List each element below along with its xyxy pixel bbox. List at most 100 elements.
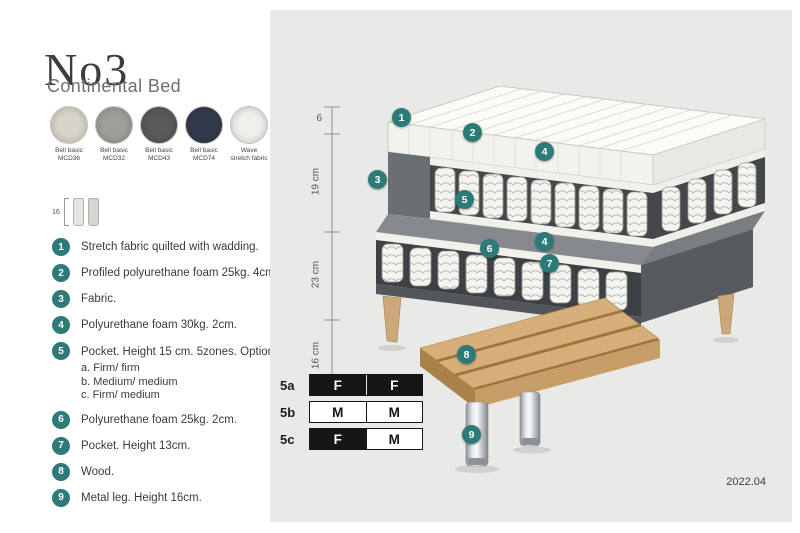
legend-text: Polyurethane foam 30kg. 2cm. (81, 319, 237, 331)
fabric-swatch: Wave stretch fabric (230, 106, 268, 162)
legend-text: Stretch fabric quilted with wadding. (81, 241, 259, 253)
dimension-label-23cm: 23 cm (310, 260, 322, 289)
diagram-badge-4b: 4 (535, 232, 554, 251)
diagram-badge-6: 6 (480, 239, 499, 258)
legend-number-badge: 5 (52, 342, 70, 360)
firmness-cell: M (310, 402, 366, 422)
legend-item-7: 7 Pocket. Height 13cm. (52, 436, 297, 455)
fabric-swatch-label: Bell basic MCD32 (100, 147, 128, 162)
diagram-badge-2: 2 (463, 123, 482, 142)
legend-number-badge: 2 (52, 264, 70, 282)
firmness-row-label: 5a (280, 377, 295, 393)
legend-option: c. Firm/ medium (81, 389, 160, 401)
legend-number-badge: 4 (52, 316, 70, 334)
legend-text: Profiled polyurethane foam 25kg. 4cm. (81, 267, 278, 279)
product-subtitle: Continental Bed (47, 76, 182, 96)
legend-text: Polyurethane foam 25kg. 2cm. (81, 413, 237, 426)
diagram-badge-9: 9 (462, 425, 481, 444)
swatch-label-line: stretch fabric (230, 154, 268, 162)
fabric-swatch-circle (140, 106, 178, 144)
firmness-row-label: 5b (280, 404, 296, 420)
dimension-label-19cm: 19 cm (310, 167, 322, 196)
lower-mattress-top-ledge-right (641, 211, 765, 265)
swatch-label-line: Bell basic (100, 147, 128, 154)
wooden-leg (717, 293, 735, 335)
firmness-bar: M M (309, 401, 423, 423)
legend-number-badge: 7 (52, 436, 70, 455)
legend-number-badge: 3 (52, 290, 70, 308)
firmness-row-5c: 5c F M (280, 428, 423, 450)
legend-item-4: 4 Polyurethane foam 30kg. 2cm. (52, 316, 297, 334)
firmness-row-5b: 5b M M (280, 401, 423, 423)
swatch-label-line: Bell basic (190, 147, 218, 154)
legend-item-5-body: Pocket. Height 15 cm. 5zones. Option: a.… (81, 342, 277, 403)
firmness-cell: F (310, 375, 366, 395)
leg-height-bracket (63, 198, 69, 226)
legend-item-9: 9 Metal leg. Height 16cm. (52, 488, 297, 507)
leg-thumbnail-icon (87, 198, 99, 226)
fabric-swatch: Bell basic MCD43 (140, 106, 178, 162)
swatch-label-line: MCD74 (192, 154, 216, 162)
legend-option: a. Firm/ firm (81, 362, 140, 374)
legend-list: 1 Stretch fabric quilted with wadding. 2… (52, 238, 297, 515)
upper-mattress-layer (388, 149, 765, 247)
legend-text: Metal leg. Height 16cm. (81, 491, 202, 504)
wood-slats (419, 297, 660, 408)
dimension-label-16cm: 16 cm (310, 341, 322, 370)
firmness-cell: M (365, 429, 422, 449)
legend-item-2: 2 Profiled polyurethane foam 25kg. 4cm. (52, 264, 297, 282)
legend-option: b. Medium/ medium (81, 375, 178, 388)
legend-options: a. Firm/ firm b. Medium/ medium c. Firm/… (81, 362, 277, 403)
dimension-label-6: 6 (316, 113, 322, 124)
fabric-swatch-label: Bell basic MCD74 (190, 147, 218, 162)
swatch-label-line: Bell basic (55, 147, 83, 154)
legend-item-3: 3 Fabric. (52, 290, 297, 308)
swatch-label-line: MCD43 (147, 154, 171, 162)
fabric-swatch-label: Bell basic MCD36 (55, 147, 83, 162)
legend-text: Fabric. (81, 293, 117, 305)
diagram-badge-5: 5 (455, 190, 474, 209)
leg-height-icon: 16 (52, 196, 99, 228)
legend-text: Pocket. Height 15 cm. 5zones. Option: (81, 346, 278, 358)
bed-cutaway-illustration (324, 85, 766, 473)
wooden-leg (382, 295, 402, 343)
version-stamp: 2022.04 (726, 476, 766, 488)
bed-legs (382, 293, 735, 467)
fabric-swatch-label: Bell basic MCD43 (145, 147, 173, 162)
firmness-row-label: 5c (280, 431, 295, 447)
diagram-badge-1: 1 (392, 108, 411, 127)
fabric-swatch: Bell basic MCD32 (95, 106, 133, 162)
diagram-badge-8: 8 (457, 345, 476, 364)
swatch-label-line: Wave (240, 147, 258, 154)
firmness-bar: F F (309, 374, 423, 396)
floor-shadows (378, 337, 739, 473)
metal-leg (519, 391, 541, 447)
legend-number-badge: 8 (52, 462, 70, 481)
legend-text: Wood. (81, 465, 115, 478)
fabric-swatch-circle (230, 106, 268, 144)
firmness-cell: F (365, 375, 422, 395)
legend-item-1: 1 Stretch fabric quilted with wadding. (52, 238, 297, 256)
product-title: No3 (44, 43, 130, 95)
firmness-bar: F M (309, 428, 423, 450)
fabric-swatch-circle (185, 106, 223, 144)
legend-item-5: 5 Pocket. Height 15 cm. 5zones. Option: … (52, 342, 297, 403)
fabric-swatch-circle (95, 106, 133, 144)
firmness-cell: F (310, 429, 366, 449)
diagram-badge-3: 3 (368, 170, 387, 189)
legend-item-6: 6 Polyurethane foam 25kg. 2cm. (52, 410, 297, 429)
leg-thumbnail-icon (72, 198, 84, 226)
swatch-label-line: Bell basic (145, 147, 173, 154)
legend-number-badge: 9 (52, 488, 70, 507)
top-pad-layer (387, 85, 766, 186)
fabric-swatch: Bell basic MCD36 (50, 106, 88, 162)
firmness-row-5a: 5a F F (280, 374, 423, 396)
diagram-panel: 6 19 cm 23 cm 16 cm 1 2 4 3 5 4 6 7 8 9 … (270, 10, 792, 522)
swatch-label-line: MCD32 (102, 154, 126, 162)
fabric-swatch: Bell basic MCD74 (185, 106, 223, 162)
firmness-cell: M (365, 402, 422, 422)
legend-item-8: 8 Wood. (52, 462, 297, 481)
legend-text: Pocket. Height 13cm. (81, 439, 191, 452)
legend-number-badge: 1 (52, 238, 70, 256)
